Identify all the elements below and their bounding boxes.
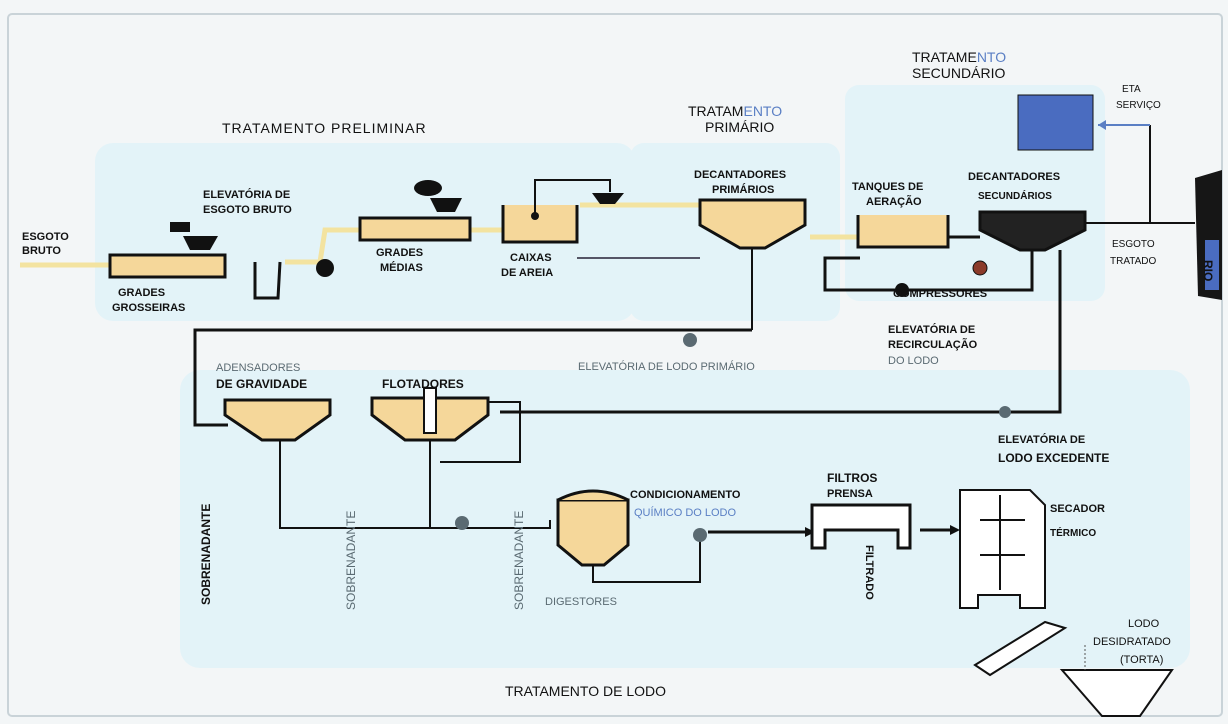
- pipe-to-grades-medias: [285, 227, 360, 265]
- label-condicionamento-1: CONDICIONAMENTO: [630, 489, 741, 501]
- grades-grosseiras-hopper: [183, 236, 218, 250]
- label-elevatoria-recirculacao-2: RECIRCULAÇÃO: [888, 338, 978, 351]
- recirculation-line: [823, 250, 1034, 292]
- adensadores-to-digestor: [279, 440, 551, 529]
- elevatoria-excedente-pump-icon: [999, 406, 1011, 418]
- label-lodo-desidratado-3: (TORTA): [1120, 654, 1163, 666]
- label-decantadores-primarios-2: PRIMÁRIOS: [712, 183, 774, 196]
- label-elevatoria-esgoto-2: ESGOTO BRUTO: [203, 204, 292, 216]
- label-rio: RIO: [1201, 260, 1215, 281]
- grades-grosseiras-tank: [108, 253, 227, 279]
- label-sobrenadante-3: SOBRENADANTE: [512, 511, 526, 610]
- elevatoria-recirculacao-pump-icon: [895, 283, 909, 297]
- label-filtros-2: PRENSA: [827, 488, 873, 500]
- label-grades-medias-1: GRADES: [376, 247, 423, 259]
- label-condicionamento-2: QUÍMICO DO LODO: [634, 506, 737, 519]
- flotadores-column: [423, 387, 437, 434]
- label-decantadores-secundarios-1: DECANTADORES: [968, 171, 1060, 183]
- label-tratamento-primario-1: TRATAMENTO: [688, 103, 782, 119]
- label-elevatoria-excedente-2: LODO EXCEDENTE: [998, 451, 1109, 465]
- digestores-tank: [556, 498, 630, 567]
- label-caixas-areia-1: CAIXAS: [510, 252, 552, 264]
- label-caixas-areia-2: DE AREIA: [501, 267, 553, 279]
- digestor-feed-pump-icon: [455, 516, 469, 530]
- caixas-areia-tank: [501, 205, 579, 244]
- caixas-areia-bucket: [592, 193, 624, 204]
- adensadores-tank: [223, 398, 332, 442]
- caixas-areia-scraper: [531, 212, 539, 220]
- digestor-outlet: [592, 535, 701, 583]
- label-filtros-1: FILTROS: [827, 471, 877, 485]
- label-grades-medias-2: MÉDIAS: [380, 261, 423, 274]
- secador-termico-unit: [959, 489, 1046, 609]
- label-tratamento-secundario-1a: TRATAME: [912, 49, 977, 65]
- grades-medias-debris: [414, 180, 442, 196]
- label-esgoto-bruto-1: ESGOTO: [22, 231, 69, 243]
- grades-medias-hopper: [430, 198, 462, 212]
- label-elevatoria-recirculacao-3: DO LODO: [888, 355, 939, 367]
- label-decantadores-primarios-1: DECANTADORES: [694, 169, 786, 181]
- zone-lodo: [180, 370, 1190, 668]
- label-tratamento-secundario-1b: NTO: [977, 49, 1006, 65]
- filtros-prensa-unit: [810, 503, 912, 550]
- label-tanques-aeracao-1: TANQUES DE: [852, 181, 923, 193]
- grades-medias-tank: [358, 216, 472, 242]
- label-tratamento-lodo: TRATAMENTO DE LODO: [505, 683, 666, 699]
- label-lodo-desidratado-2: DESIDRATADO: [1093, 636, 1171, 648]
- decantadores-secundarios-tank: [978, 210, 1087, 252]
- label-grades-grosseiras-1: GRADES: [118, 287, 165, 299]
- label-tratamento-primario-2: PRIMÁRIO: [705, 119, 774, 135]
- label-sobrenadante-2: SOBRENADANTE: [344, 511, 358, 610]
- arrow-filtros: [805, 527, 815, 537]
- label-compressores: COMPRESSORES: [893, 288, 987, 300]
- elevatoria-lodo-primario-pump-icon: [683, 333, 697, 347]
- label-tratamento-primario-1b: ENTO: [743, 103, 782, 119]
- label-tratamento-secundario-1: TRATAMENTO: [912, 49, 1006, 65]
- label-tratamento-secundario-2: SECUNDÁRIO: [912, 65, 1005, 81]
- label-eta-1: ETA: [1122, 84, 1141, 95]
- label-elevatoria-recirculacao-1: ELEVATÓRIA DE: [888, 323, 975, 336]
- arrow-secador: [950, 525, 960, 535]
- lodo-excedente-line: [500, 250, 1062, 414]
- arrow-head-eta: [1098, 120, 1106, 130]
- label-elevatoria-lodo-primario: ELEVATÓRIA DE LODO PRIMÁRIO: [578, 360, 755, 373]
- label-secador-1: SECADOR: [1050, 503, 1105, 515]
- label-esgoto-tratado-2: TRATADO: [1110, 256, 1157, 267]
- rio-water: [1205, 240, 1219, 290]
- label-tratamento-preliminar: TRATAMENTO PRELIMINAR: [222, 120, 427, 136]
- flotadores-return: [440, 401, 521, 463]
- lodo-primario-to-adensadores: [193, 328, 752, 427]
- label-esgoto-tratado-1: ESGOTO: [1112, 239, 1155, 250]
- elevatoria-esgoto-pump-icon: [316, 259, 334, 277]
- caixas-areia-lift: [534, 179, 611, 215]
- label-adensadores-2: DE GRAVIDADE: [216, 377, 307, 391]
- label-elevatoria-esgoto-1: ELEVATÓRIA DE: [203, 188, 290, 201]
- label-filtrado: FILTRADO: [863, 545, 875, 600]
- eta-servico-box: [1017, 94, 1094, 151]
- label-adensadores-1: ADENSADORES: [216, 362, 300, 374]
- label-decantadores-secundarios-2: SECUNDÁRIOS: [978, 189, 1052, 202]
- label-digestores: DIGESTORES: [545, 596, 617, 608]
- tanques-aeracao-tank: [856, 215, 950, 249]
- label-grades-grosseiras-2: GROSSEIRAS: [112, 302, 185, 314]
- label-tratamento-primario-1a: TRATAM: [688, 103, 743, 119]
- label-esgoto-bruto-2: BRUTO: [22, 245, 61, 257]
- digestores-dome: [557, 489, 629, 502]
- decantadores-primarios-tank: [698, 198, 807, 250]
- label-eta-2: SERVIÇO: [1116, 100, 1161, 111]
- label-flotadores: FLOTADORES: [382, 377, 464, 391]
- label-elevatoria-excedente-1: ELEVATÓRIA DE: [998, 433, 1085, 446]
- condicionamento-pump-icon: [693, 528, 707, 542]
- label-sobrenadante-1: SOBRENADANTE: [199, 504, 213, 605]
- torta-pile: [1059, 669, 1174, 717]
- label-tanques-aeracao-2: AERAÇÃO: [866, 195, 922, 208]
- label-lodo-desidratado-1: LODO: [1128, 618, 1160, 630]
- compressor-icon: [972, 260, 988, 276]
- conveyor: [973, 620, 1068, 677]
- label-secador-2: TÉRMICO: [1050, 526, 1096, 539]
- grades-grosseiras-debris: [170, 222, 190, 232]
- elevatoria-esgoto-well: [253, 261, 282, 300]
